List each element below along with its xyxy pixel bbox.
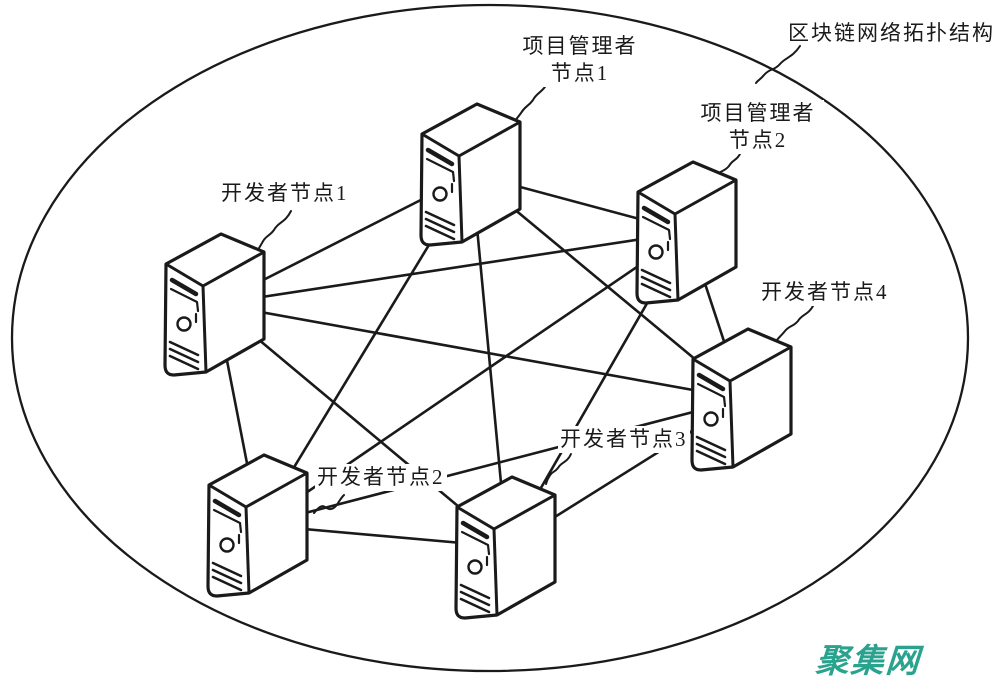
node-label-line: 项目管理者 xyxy=(700,101,816,125)
node-label-line: 项目管理者 xyxy=(522,34,638,58)
server-icon-developer-node-3 xyxy=(456,477,555,618)
server-icon-developer-node-2 xyxy=(208,455,307,596)
leader-line-developer-node-4 xyxy=(776,303,815,341)
node-label-project-manager-node-2: 项目管理者 节点2 xyxy=(692,100,824,154)
server-icon-project-manager-node-2 xyxy=(637,162,736,303)
server-icon-developer-node-1 xyxy=(165,234,264,375)
leader-line-developer-node-2 xyxy=(313,494,345,514)
node-label-developer-node-1: 开发者节点1 xyxy=(219,180,351,207)
node-label-line: 节点1 xyxy=(550,61,610,85)
diagram-title: 区块链网络拓扑结构 xyxy=(788,21,995,45)
edge-developer-node-1--developer-node-4 xyxy=(214,302,745,401)
node-label-line: 节点2 xyxy=(728,128,788,152)
server-icon-developer-node-4 xyxy=(692,329,791,470)
node-label-project-manager-node-1: 项目管理者 节点1 xyxy=(512,33,648,87)
node-label-developer-node-2: 开发者节点2 xyxy=(315,464,447,491)
edge-project-manager-node-2--developer-node-1 xyxy=(214,230,690,306)
leader-line-developer-node-3 xyxy=(545,453,572,485)
edge-developer-node-4--developer-node-2 xyxy=(257,397,745,527)
server-icon-project-manager-node-1 xyxy=(421,104,520,245)
node-label-developer-node-3: 开发者节点3 xyxy=(558,426,690,453)
watermark: 聚集网 xyxy=(814,644,922,680)
node-label-developer-node-4: 开发者节点4 xyxy=(759,279,891,306)
network-boundary-ellipse xyxy=(10,3,970,673)
leader-line-title xyxy=(755,45,801,84)
